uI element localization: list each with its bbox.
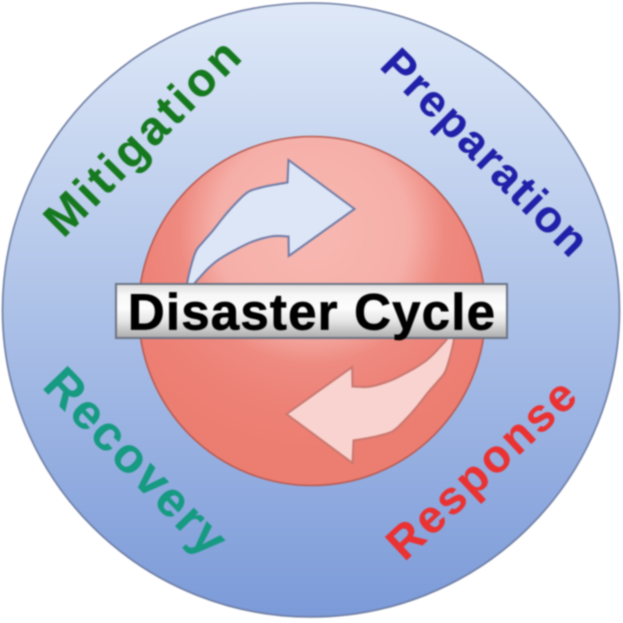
svg-text:Disaster Cycle: Disaster Cycle [128,284,496,341]
